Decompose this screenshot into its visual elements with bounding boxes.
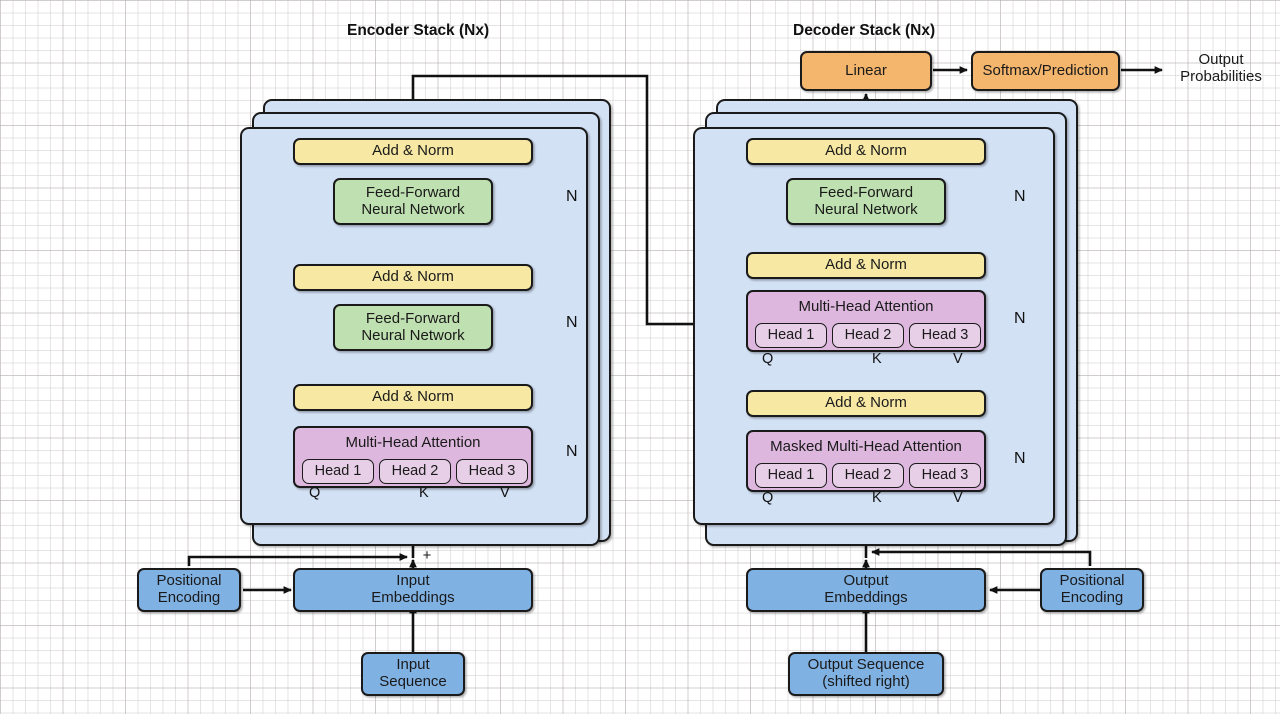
edge-encoder-to-decoder-crossattn xyxy=(411,74,735,328)
decoder-n-label-3: N xyxy=(1014,450,1026,467)
encoder-head-2[interactable]: Head 2 xyxy=(379,459,451,484)
decoder-add-norm-1[interactable]: Add & Norm xyxy=(746,138,986,165)
decoder-masked-k-label: K xyxy=(872,490,882,506)
decoder-masked-head-3[interactable]: Head 3 xyxy=(909,463,981,488)
decoder-cross-head-2[interactable]: Head 2 xyxy=(832,323,904,348)
encoder-multi-head-attention[interactable]: Multi-Head Attention Head 1 Head 2 Head … xyxy=(293,426,533,488)
encoder-plus-label: + xyxy=(422,547,432,564)
softmax-prediction[interactable]: Softmax/Prediction xyxy=(971,51,1120,91)
decoder-masked-head-1[interactable]: Head 1 xyxy=(755,463,827,488)
decoder-stack-title: Decoder Stack (Nx) xyxy=(793,22,936,39)
edge-posenc-to-plus-decoder xyxy=(871,548,1092,566)
decoder-masked-v-label: V xyxy=(953,490,963,506)
edge-posenc-to-plus-encoder xyxy=(187,553,408,566)
encoder-positional-encoding[interactable]: Positional Encoding xyxy=(137,568,241,612)
encoder-k-label: K xyxy=(419,485,429,501)
encoder-attention-title: Multi-Head Attention xyxy=(345,434,481,451)
decoder-cross-attention-title: Multi-Head Attention xyxy=(798,298,934,315)
encoder-n-label-1: N xyxy=(566,188,578,205)
output-probabilities-label: Output Probabilities xyxy=(1180,51,1262,86)
encoder-head-3[interactable]: Head 3 xyxy=(456,459,528,484)
decoder-cross-attention[interactable]: Multi-Head Attention Head 1 Head 2 Head … xyxy=(746,290,986,352)
decoder-masked-attention[interactable]: Masked Multi-Head Attention Head 1 Head … xyxy=(746,430,986,492)
encoder-q-label: Q xyxy=(309,485,321,501)
encoder-n-label-2: N xyxy=(566,314,578,331)
encoder-n-label-3: N xyxy=(566,443,578,460)
decoder-masked-head-2[interactable]: Head 2 xyxy=(832,463,904,488)
decoder-add-norm-3[interactable]: Add & Norm xyxy=(746,390,986,417)
decoder-masked-attention-title: Masked Multi-Head Attention xyxy=(770,438,962,455)
encoder-add-norm-1[interactable]: Add & Norm xyxy=(293,138,533,165)
output-embeddings[interactable]: Output Embeddings xyxy=(746,568,986,612)
decoder-cross-v-label: V xyxy=(953,351,963,367)
decoder-cross-q-label: Q xyxy=(762,351,774,367)
decoder-feed-forward[interactable]: Feed-Forward Neural Network xyxy=(786,178,946,225)
encoder-feed-forward-1[interactable]: Feed-Forward Neural Network xyxy=(333,178,493,225)
encoder-v-label: V xyxy=(500,485,510,501)
encoder-add-norm-2[interactable]: Add & Norm xyxy=(293,264,533,291)
input-embeddings[interactable]: Input Embeddings xyxy=(293,568,533,612)
encoder-feed-forward-2[interactable]: Feed-Forward Neural Network xyxy=(333,304,493,351)
linear-layer[interactable]: Linear xyxy=(800,51,932,91)
encoder-stack-title: Encoder Stack (Nx) xyxy=(347,22,490,39)
decoder-cross-k-label: K xyxy=(872,351,882,367)
decoder-n-label-2: N xyxy=(1014,310,1026,327)
decoder-positional-encoding[interactable]: Positional Encoding xyxy=(1040,568,1144,612)
decoder-add-norm-2[interactable]: Add & Norm xyxy=(746,252,986,279)
encoder-head-1[interactable]: Head 1 xyxy=(302,459,374,484)
output-sequence[interactable]: Output Sequence (shifted right) xyxy=(788,652,944,696)
encoder-add-norm-3[interactable]: Add & Norm xyxy=(293,384,533,411)
decoder-cross-head-3[interactable]: Head 3 xyxy=(909,323,981,348)
input-sequence[interactable]: Input Sequence xyxy=(361,652,465,696)
decoder-n-label-1: N xyxy=(1014,188,1026,205)
decoder-masked-q-label: Q xyxy=(762,490,774,506)
decoder-cross-head-1[interactable]: Head 1 xyxy=(755,323,827,348)
